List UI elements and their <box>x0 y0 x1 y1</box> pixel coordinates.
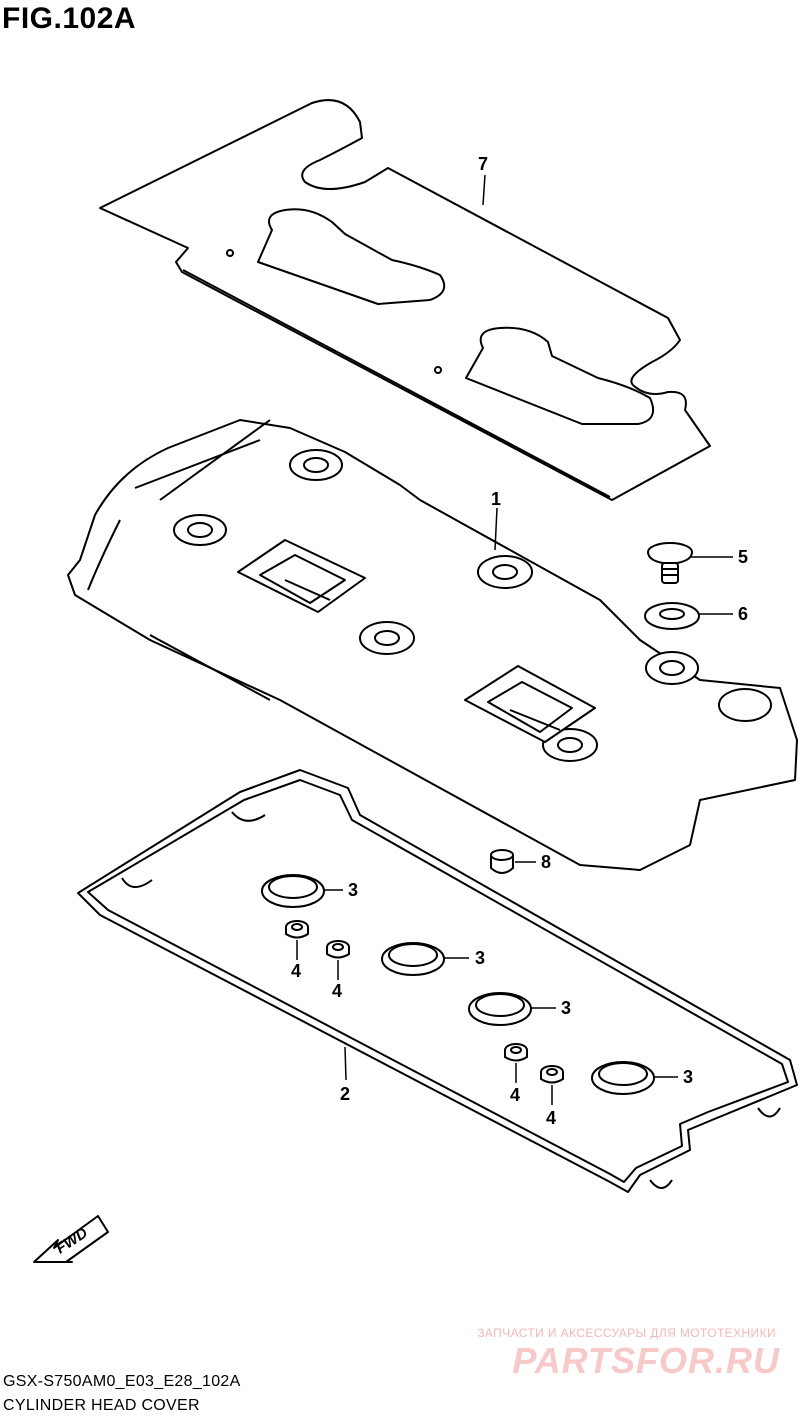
part-3-plug-seals <box>261 874 655 1095</box>
callout-3-b: 3 <box>475 948 485 968</box>
callout-1: 1 <box>491 489 501 509</box>
callout-4-c: 4 <box>510 1085 520 1105</box>
watermark-tagline: ЗАПЧАСТИ И АКСЕССУАРЫ ДЛЯ МОТОТЕХНИКИ <box>477 1326 776 1340</box>
figure-caption: CYLINDER HEAD COVER <box>3 1397 200 1414</box>
callout-4-b: 4 <box>332 981 342 1001</box>
callout-4-a: 4 <box>291 961 301 981</box>
callout-8: 8 <box>541 852 551 872</box>
part-1-cylinder-head-cover <box>67 419 798 871</box>
callout-3-d: 3 <box>683 1067 693 1087</box>
callout-2: 2 <box>340 1084 350 1104</box>
callout-7: 7 <box>478 154 488 174</box>
callout-3-a: 3 <box>348 880 358 900</box>
callout-4-d: 4 <box>546 1108 556 1128</box>
callout-3-c: 3 <box>561 998 571 1018</box>
part-5-bolt <box>647 542 693 584</box>
watermark-brand: PARTSFOR.RU <box>512 1340 780 1381</box>
callout-5: 5 <box>738 547 748 567</box>
model-code: GSX-S750AM0_E03_E28_102A <box>3 1373 241 1390</box>
callout-6: 6 <box>738 604 748 624</box>
part-8-dowel-pin <box>490 849 514 874</box>
fwd-arrow-icon: FWD <box>33 1215 109 1263</box>
part-4-grommets <box>285 920 564 1084</box>
part-2-cover-gasket <box>77 769 798 1193</box>
part-7-cover-gasket-plate <box>99 99 711 501</box>
part-6-washer <box>644 602 700 630</box>
figure-title: FIG.102A <box>2 2 137 35</box>
leader-lines <box>296 174 733 1105</box>
